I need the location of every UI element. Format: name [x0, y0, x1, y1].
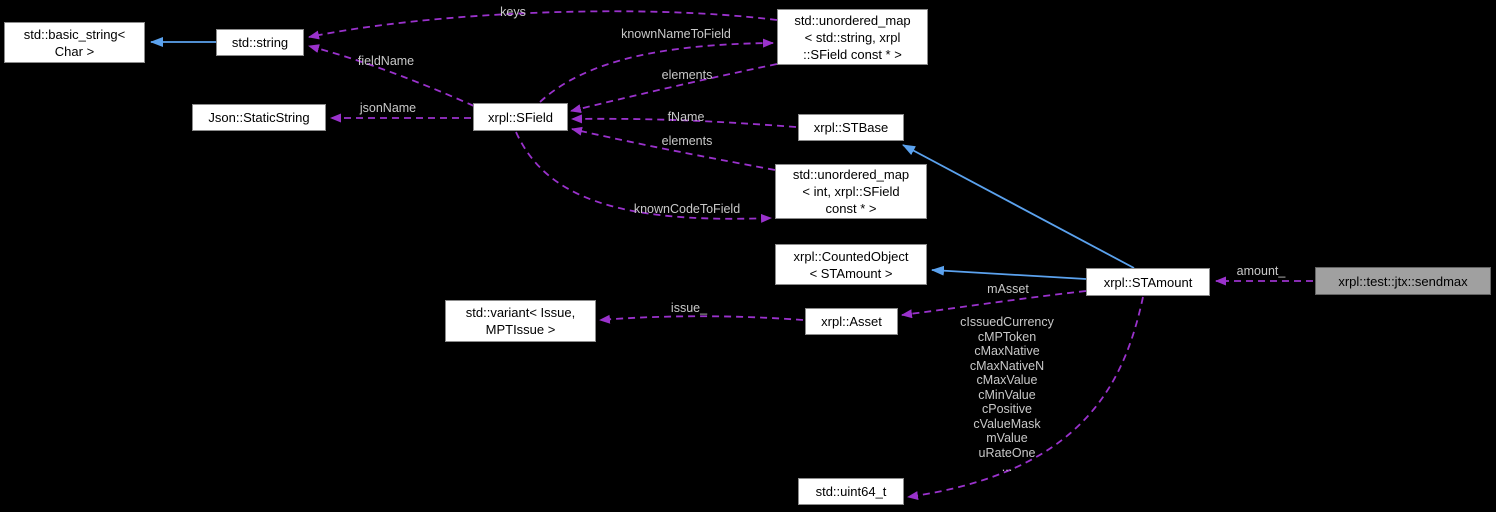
node-xrpl-test-jtx-sendmax: xrpl::test::jtx::sendmax [1315, 267, 1491, 295]
node-xrpl-sfield[interactable]: xrpl::SField [473, 103, 568, 131]
edge-label-amount: amount_ [1236, 264, 1286, 278]
edge-label-field-name: fieldName [357, 54, 415, 68]
edge-keys [308, 10, 778, 40]
edge-label-f-name: fName [667, 110, 705, 124]
node-unordered-map-int-sfield[interactable]: std::unordered_map < int, xrpl::SField c… [775, 164, 927, 219]
edge-label-known-code-to-field: knownCodeToField [633, 202, 741, 216]
edge-issue [599, 314, 804, 324]
node-std-basic-string[interactable]: std::basic_string< Char > [4, 22, 145, 63]
edge-fieldname [308, 44, 475, 107]
edge-stamount-members-uint64 [907, 296, 1144, 501]
edge-stamount-to-stbase [902, 144, 1135, 269]
edge-stamount-to-countedobject [931, 265, 1087, 280]
edge-label-elements-top: elements [661, 68, 713, 82]
node-xrpl-stamount[interactable]: xrpl::STAmount [1086, 268, 1210, 296]
edge-fname [571, 114, 797, 128]
node-xrpl-stbase[interactable]: xrpl::STBase [798, 114, 904, 141]
edge-elements-string-map [570, 63, 778, 113]
node-std-string[interactable]: std::string [216, 29, 304, 56]
edge-knownnametofield [539, 38, 774, 103]
node-std-variant-issue-mptissue[interactable]: std::variant< Issue, MPTIssue > [445, 300, 596, 342]
edge-elements-int-map [571, 126, 776, 171]
edge-label-m-asset: mAsset [987, 282, 1029, 296]
edge-masset [901, 290, 1087, 319]
node-xrpl-asset[interactable]: xrpl::Asset [805, 308, 898, 335]
node-xrpl-countedobject-stamount[interactable]: xrpl::CountedObject < STAmount > [775, 244, 927, 285]
edge-label-issue: issue_ [670, 301, 708, 315]
edge-knowncodetofield [515, 131, 772, 223]
edge-label-elements-bottom: elements [661, 134, 713, 148]
edge-label-json-name: jsonName [359, 101, 417, 115]
edge-label-keys: keys [500, 5, 526, 19]
node-unordered-map-string-sfield[interactable]: std::unordered_map < std::string, xrpl :… [777, 9, 928, 65]
edge-label-known-name-to-field: knownNameToField [621, 27, 731, 41]
edge-label-stamount-members: cIssuedCurrency cMPToken cMaxNative cMax… [960, 315, 1054, 474]
node-json-staticstring[interactable]: Json::StaticString [192, 104, 326, 131]
node-std-uint64-t[interactable]: std::uint64_t [798, 478, 904, 505]
